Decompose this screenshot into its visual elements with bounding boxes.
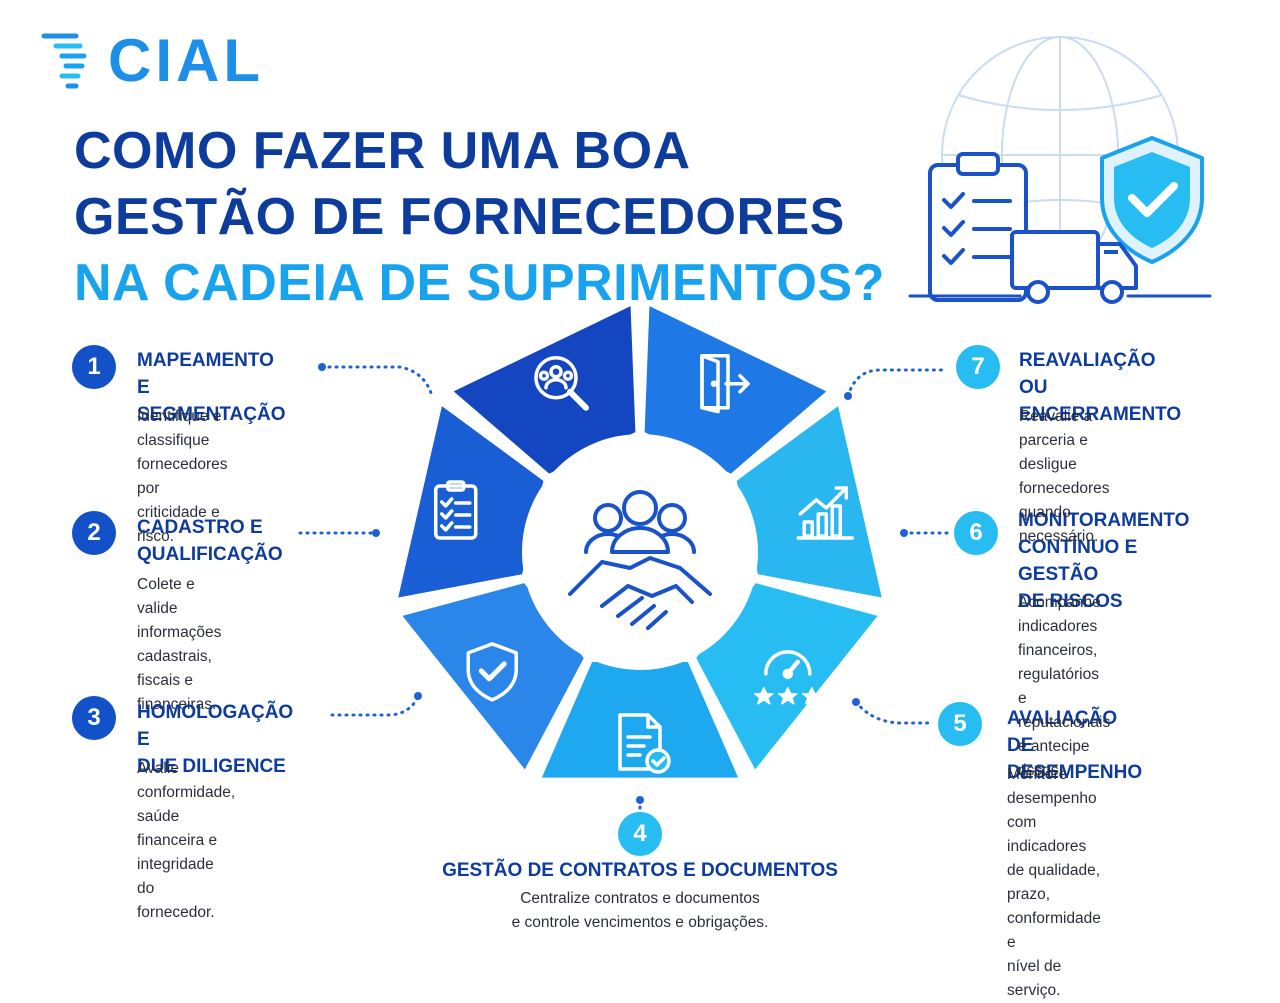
step-5-badge: 5 [938,702,982,746]
step-4-title: GESTÃO DE CONTRATOS E DOCUMENTOS [442,860,838,881]
step-5-title: AVALIAÇÃO DE DESEMPENHO [1007,708,1143,783]
growth-chart-icon [796,486,855,540]
step-7-description: Reavalie a parceria e desligue fornecedo… [1019,408,1110,545]
exit-door-icon [700,353,750,414]
step-6-title: MONITORAMENTO CONTÍNUO E GESTÃO DE RISCO… [1018,510,1190,612]
shield-check-icon [1100,136,1204,264]
step-2-title: CADASTRO E QUALIFICAÇÃO [137,517,283,565]
gauge-stars-icon [754,650,822,705]
truck-icon [1010,230,1138,304]
title-line-2: GESTÃO DE FORNECEDORES [74,188,845,246]
step-1-title: MAPEAMENTO E SEGMENTAÇÃO [137,350,286,425]
hero-illustration [908,36,1212,304]
cial-logo: CIAL [40,28,270,94]
step-7-badge: 7 [956,345,1000,389]
logo-wordmark: CIAL [108,27,264,94]
step-1-badge: 1 [72,345,116,389]
step-4-description: Centralize contratos e documentos e cont… [511,890,769,931]
process-wheel [398,306,882,778]
search-people-icon [534,355,589,411]
page-title: COMO FAZER UMA BOA GESTÃO DE FORNECEDORE… [74,118,885,316]
clipboard-checklist-icon [928,152,1028,302]
checklist-icon [433,480,478,540]
logo-mark-icon [41,33,87,89]
wheel-segment-step-7 [644,306,827,474]
step-4-badge: 4 [618,812,662,856]
wheel-segment-step-1 [453,306,636,474]
wheel-segment-step-6 [736,406,882,598]
title-line-3: NA CADEIA DE SUPRIMENTOS? [74,254,885,312]
step-3-title: HOMOLOGAÇÃO E DUE DILIGENCE [137,702,294,777]
title-line-1: COMO FAZER UMA BOA [74,122,691,180]
step-3-description: Avalie conformidade, saúde financeira e … [137,760,236,921]
document-check-icon [618,713,671,774]
team-handshake-icon [568,490,712,630]
step-5-description: Monitore desempenho com indicadores de q… [1007,766,1101,999]
step-2-badge: 2 [72,511,116,555]
shield-check-icon [466,642,518,702]
step-3-badge: 3 [72,696,116,740]
wheel-segment-step-4 [541,662,739,778]
step-7-title: REAVALIAÇÃO OU ENCERRAMENTO [1019,350,1182,425]
step-6-badge: 6 [954,511,998,555]
step-2-description: Colete e valide informações cadastrais, … [137,576,222,713]
step-1-description: Identifique e classifique fornecedores p… [137,408,228,545]
step-6-description: Acompanhe indicadores financeiros, regul… [1018,594,1111,779]
